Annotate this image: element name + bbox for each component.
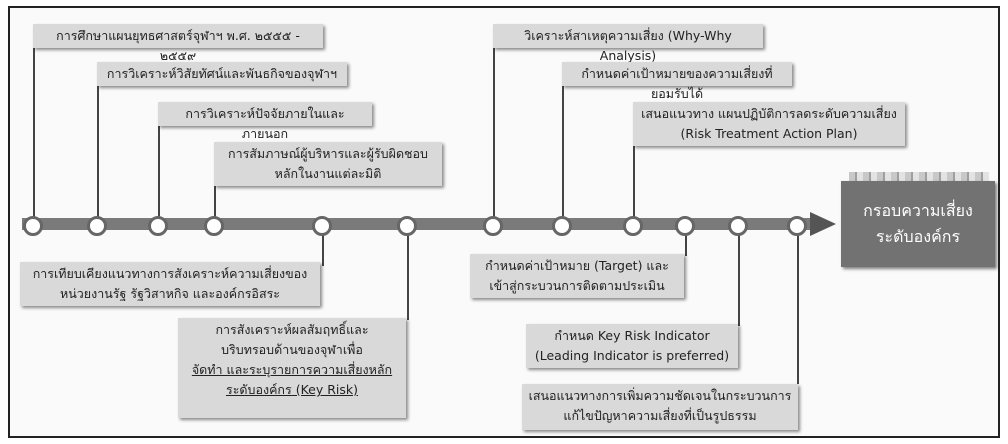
- connector-line: [407, 230, 409, 320]
- step-box-problem-solving: เสนอแนวทางการเพิ่มความชัดเจนในกระบวนการ …: [522, 384, 798, 430]
- timeline-node: [623, 216, 643, 236]
- step-text: เข้าสู่กระบวนการติดตามประเมิน: [489, 278, 665, 293]
- timeline-node: [204, 216, 224, 236]
- step-text: กำหนดค่าเป้าหมาย (Target) และ: [485, 258, 669, 273]
- timeline-node: [787, 216, 807, 236]
- step-text: การวิเคราะห์วิสัยทัศน์และพันธกิจของจุฬาฯ: [106, 66, 338, 81]
- step-box-risk-treatment-plan: เสนอแนวทาง แผนปฏิบัติการลดระดับความเสี่ย…: [633, 102, 905, 146]
- connector-line: [685, 230, 687, 256]
- step-text: เสนอแนวทางการเพิ่มความชัดเจนในกระบวนการ: [528, 388, 792, 403]
- step-text: การศึกษาแผนยุทธศาสตร์จุฬาฯ พ.ศ. ๒๕๕๕ - ๒…: [56, 28, 300, 63]
- timeline-node: [483, 216, 503, 236]
- step-box-key-risk-indicator: กำหนด Key Risk Indicator (Leading Indica…: [526, 324, 738, 368]
- step-box-key-risk-synthesis: การสังเคราะห์ผลสัมฤทธิ์และ บริบทรอบด้านข…: [178, 318, 406, 418]
- timeline-node: [312, 216, 332, 236]
- timeline-node: [148, 216, 168, 236]
- step-text: กำหนดค่าเป้าหมายของความเสี่ยงที่ยอมรับได…: [581, 66, 773, 101]
- connector-line: [322, 230, 324, 266]
- step-text: จัดทำ และระบุรายการความเสี่ยงหลัก: [191, 362, 393, 377]
- timeline-node: [23, 216, 43, 236]
- connector-line: [158, 124, 160, 218]
- step-text: ระดับองค์กร (Key Risk): [225, 382, 358, 397]
- timeline-node: [552, 216, 572, 236]
- step-text: (Risk Treatment Action Plan): [680, 126, 858, 141]
- step-box-risk-appetite-target: กำหนดค่าเป้าหมายของความเสี่ยงที่ยอมรับได…: [562, 62, 792, 101]
- step-text: เสนอแนวทาง แผนปฏิบัติการลดระดับความเสี่ย…: [641, 106, 897, 121]
- connector-line: [33, 46, 35, 218]
- result-box-corporate-risk-framework: กรอบความเสี่ยง ระดับองค์กร: [841, 181, 995, 267]
- step-box-benchmarking: การเทียบเคียงแนวทางการสังเคราะห์ความเสี่…: [20, 262, 320, 306]
- timeline-arrowhead: [810, 212, 836, 236]
- step-text: กำหนด Key Risk Indicator: [554, 328, 710, 343]
- step-text: (Leading Indicator is preferred): [534, 348, 730, 363]
- step-text: หลักในงานแต่ละมิติ: [274, 166, 382, 181]
- timeline-node: [87, 216, 107, 236]
- step-text: การสังเคราะห์ผลสัมฤทธิ์และ: [215, 322, 369, 337]
- connector-line: [797, 230, 799, 384]
- timeline-node: [397, 216, 417, 236]
- step-text: บริบทรอบด้านของจุฬาเพื่อ: [221, 342, 363, 357]
- step-box-target-monitoring: กำหนดค่าเป้าหมาย (Target) และ เข้าสู่กระ…: [470, 254, 684, 298]
- connector-line: [97, 84, 99, 218]
- timeline-node: [675, 216, 695, 236]
- step-text: การสัมภาษณ์ผู้บริหารและผู้รับผิดชอบ: [228, 146, 428, 161]
- step-box-why-why-analysis: วิเคราะห์สาเหตุความเสี่ยง (Why-Why Analy…: [493, 24, 763, 63]
- result-text: กรอบความเสี่ยง: [863, 201, 973, 220]
- step-text: การเทียบเคียงแนวทางการสังเคราะห์ความเสี่…: [32, 266, 308, 281]
- step-text: แก้ไขปัญหาความเสี่ยงที่เป็นรูปธรรม: [563, 408, 757, 423]
- connector-line: [562, 84, 564, 218]
- connector-line: [738, 230, 740, 326]
- connector-line: [493, 46, 495, 218]
- connector-line: [633, 126, 635, 218]
- timeline-node: [728, 216, 748, 236]
- result-text: ระดับองค์กร: [875, 227, 961, 246]
- step-box-executive-interview: การสัมภาษณ์ผู้บริหารและผู้รับผิดชอบ หลัก…: [214, 142, 442, 186]
- step-text: การวิเคราะห์ปัจจัยภายในและภายนอก: [185, 106, 345, 141]
- step-box-vision-mission: การวิเคราะห์วิสัยทัศน์และพันธกิจของจุฬาฯ: [97, 62, 347, 86]
- connector-line: [214, 164, 216, 218]
- step-text: วิเคราะห์สาเหตุความเสี่ยง (Why-Why Analy…: [524, 28, 732, 63]
- step-box-strategy-study: การศึกษาแผนยุทธศาสตร์จุฬาฯ พ.ศ. ๒๕๕๕ - ๒…: [33, 24, 323, 63]
- result-thumbnail-strip: [849, 172, 989, 182]
- step-box-internal-external: การวิเคราะห์ปัจจัยภายในและภายนอก: [158, 102, 372, 141]
- step-text: หน่วยงานรัฐ รัฐวิสาหกิจ และองค์กรอิสระ: [59, 286, 280, 301]
